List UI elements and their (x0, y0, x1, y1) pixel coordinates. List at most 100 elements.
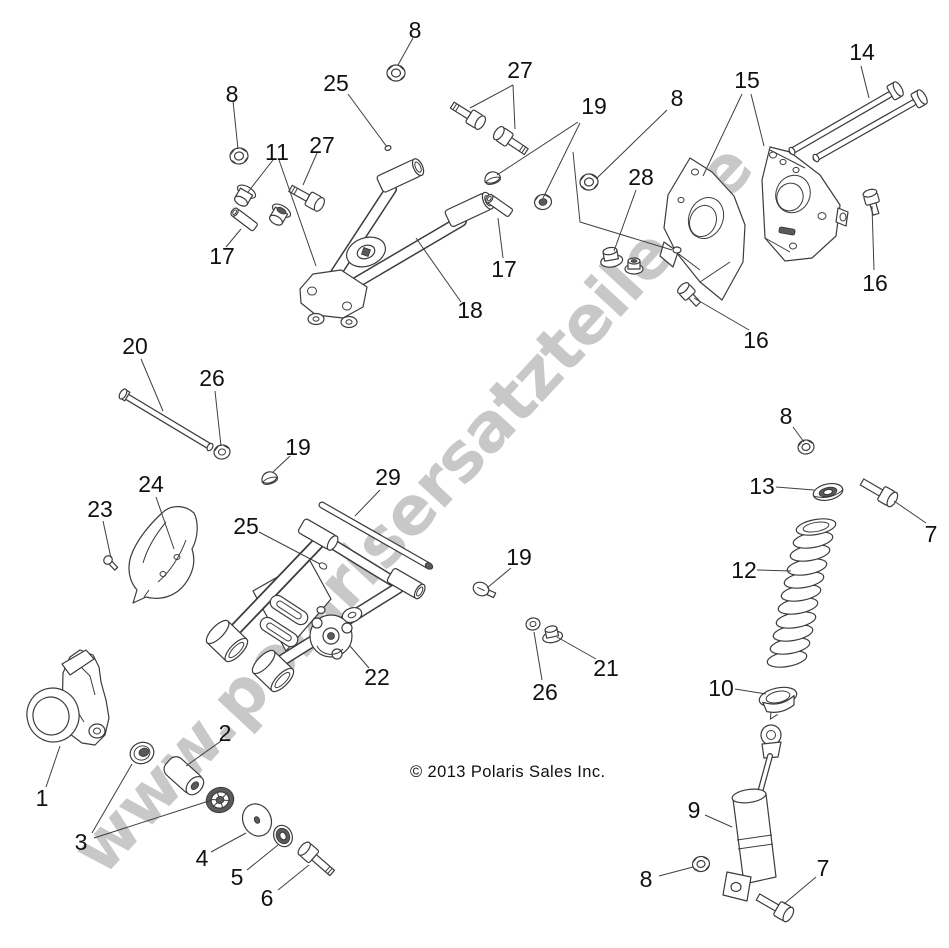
leader-line-16 (693, 297, 750, 331)
callout-label-6: 6 (261, 885, 274, 911)
leader-line-22 (349, 645, 370, 669)
callout-label-19: 19 (285, 434, 311, 460)
callout-label-17: 17 (491, 256, 517, 282)
leader-line-7 (893, 500, 927, 524)
part-spring-retainer-10 (758, 686, 798, 721)
part-nut-8-spring (797, 439, 815, 455)
part-bearing-carrier-1 (26, 649, 110, 746)
leader-line-17 (225, 228, 242, 248)
leader-line-17 (497, 217, 504, 259)
callout-label-16: 16 (862, 270, 888, 296)
part-bolt-7-upper (859, 478, 899, 508)
leader-line-15 (750, 93, 765, 147)
leader-line-13 (775, 486, 815, 491)
callout-label-22: 22 (364, 664, 390, 690)
part-bolt-27b (492, 125, 529, 156)
leader-line-23 (102, 520, 112, 559)
part-bolt-16b (862, 188, 880, 216)
leader-line-27 (512, 84, 516, 130)
leader-line-14 (860, 65, 870, 99)
callout-label-19: 19 (581, 93, 607, 119)
part-bushing-11a (234, 184, 257, 207)
leader-line-3 (91, 763, 133, 834)
leader-line-3 (93, 799, 213, 839)
leader-line-26 (214, 390, 222, 447)
leader-line-7 (783, 876, 817, 905)
part-shock-absorber-9 (722, 724, 782, 902)
leader-line-19 (496, 121, 579, 176)
callout-label-13: 13 (749, 473, 775, 499)
part-bolt-16a (677, 282, 702, 307)
part-guard-24 (128, 506, 198, 604)
part-bracket-15b (761, 146, 849, 262)
part-flange-nut-21 (542, 625, 564, 644)
part-nut-8-top (386, 64, 406, 82)
leader-line-16 (871, 205, 875, 271)
part-washer-4 (241, 803, 273, 837)
part-bushing-3a (129, 741, 155, 765)
callout-label-8: 8 (226, 81, 239, 107)
copyright-text: © 2013 Polaris Sales Inc. (410, 763, 606, 781)
callout-label-7: 7 (925, 521, 938, 547)
leader-line-27 (302, 152, 318, 186)
leader-line-8 (792, 426, 805, 443)
callout-label-7: 7 (817, 855, 830, 881)
callout-label-24: 24 (138, 471, 164, 497)
leader-line-6 (277, 864, 310, 891)
part-bolt-6 (297, 841, 336, 877)
callout-label-29: 29 (375, 464, 401, 490)
callout-label-27: 27 (507, 57, 533, 83)
part-screw-19d (472, 581, 497, 599)
part-nut-8-bottom (691, 855, 711, 873)
leader-line-10 (734, 688, 767, 695)
callout-label-14: 14 (849, 39, 875, 65)
callout-label-19: 19 (506, 544, 532, 570)
callout-label-8: 8 (671, 85, 684, 111)
callout-label-20: 20 (122, 333, 148, 359)
callout-label-8: 8 (409, 17, 422, 43)
callout-label-28: 28 (628, 164, 654, 190)
part-washer-5 (273, 824, 293, 848)
leader-line-1 (45, 745, 61, 788)
leader-line-8 (232, 100, 239, 150)
callout-label-3: 3 (75, 829, 88, 855)
leader-line-19 (542, 122, 581, 199)
part-bolt-14b (812, 89, 928, 163)
part-upper-a-arm-18 (299, 158, 495, 329)
part-bracket-15a (659, 157, 746, 301)
leader-line-5 (246, 844, 279, 871)
leader-line-9 (704, 814, 733, 828)
callout-label-2: 2 (219, 720, 232, 746)
leader-line-11 (278, 159, 317, 267)
callout-label-10: 10 (708, 675, 734, 701)
part-spring-retainer-13 (812, 482, 844, 502)
leader-line-20 (140, 358, 164, 412)
leader-line-19 (572, 151, 673, 251)
leader-line-29 (354, 489, 381, 517)
callout-label-12: 12 (731, 557, 757, 583)
part-nut-28b (624, 257, 644, 275)
part-nut-26a (213, 444, 231, 460)
leader-line-21 (556, 636, 597, 660)
leader-line-8 (658, 866, 694, 877)
callout-label-5: 5 (231, 864, 244, 890)
leader-line-28 (613, 189, 637, 252)
leader-line-18 (415, 237, 462, 303)
callout-label-25: 25 (233, 513, 259, 539)
part-bushing-tube-2 (163, 756, 205, 796)
part-flange-nut-28a (600, 246, 624, 268)
callout-label-8: 8 (640, 866, 653, 892)
part-cap-19c (261, 471, 279, 485)
callout-label-17: 17 (209, 243, 235, 269)
callout-label-26: 26 (199, 365, 225, 391)
callout-label-23: 23 (87, 496, 113, 522)
leader-line-12 (756, 569, 792, 572)
part-nut-8-left (229, 147, 249, 165)
leader-line-8 (397, 37, 414, 66)
callout-label-16: 16 (743, 327, 769, 353)
leader-line-4 (210, 832, 247, 853)
leader-line-25 (347, 93, 388, 148)
